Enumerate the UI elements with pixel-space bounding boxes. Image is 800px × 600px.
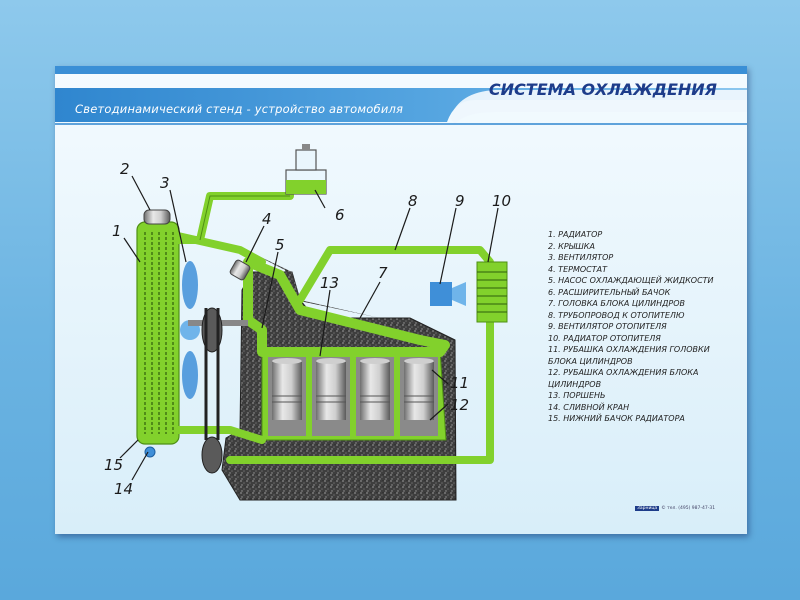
head-coolant-jacket [243,257,450,357]
legend-item: 1. РАДИАТОР [548,230,603,239]
radiator-cap [143,209,171,225]
copyright-text: © тел. (495) 987-47-31 [661,506,716,511]
legend-item: 13. ПОРШЕНЬ [548,391,606,400]
legend-item: 3. ВЕНТИЛЯТОР [548,253,614,262]
legend-item: 12. РУБАШКА ОХЛАЖДЕНИЯ БЛОКА ЦИЛИНДРОВ [548,368,699,389]
callout-10: 10 [492,192,511,210]
header-band [55,66,747,125]
legend-item: 15. НИЖНИЙ БАЧОК РАДИАТОРА [548,414,685,423]
legend-item: 7. ГОЛОВКА БЛОКА ЦИЛИНДРОВ [548,299,685,308]
legend-item: 2. КРЫШКА [548,241,595,251]
legend-item: 10. РАДИАТОР ОТОПИТЕЛЯ [548,333,661,343]
cylinder-head [242,248,380,318]
callout-15: 15 [104,456,123,474]
callout-14: 14 [114,480,133,498]
callout-6: 6 [335,206,345,224]
coolant-pipes-outline [199,195,290,241]
callout-1: 1 [112,222,122,240]
legend-item: 14. СЛИВНОЙ КРАН [548,402,630,412]
callout-13: 13 [320,274,339,292]
callout-8: 8 [408,192,418,210]
legend-item: 6. РАСШИРИТЕЛЬНЫЙ БАЧОК [548,287,671,297]
legend-item: 4. ТЕРМОСТАТ [548,264,607,274]
heater-fan [430,282,466,306]
callout-4: 4 [262,210,272,228]
belt-drive [201,307,223,474]
callout-7: 7 [378,264,388,282]
callout-3: 3 [160,174,170,192]
poster-subtitle: Светодинамический стенд - устройство авт… [75,102,404,116]
callout-5: 5 [275,236,285,254]
callout-12: 12 [450,396,469,414]
callout-2: 2 [120,160,130,178]
drain-tap [144,446,156,458]
leader-lines [119,175,499,481]
expansion-tank [285,144,327,195]
legend-item: 8. ТРУБОПРОВОД К ОТОПИТЕЛЮ [548,310,685,320]
callout-11: 11 [450,374,469,392]
legend-item: 11. РУБАШКА ОХЛАЖДЕНИЯ ГОЛОВКИ БЛОКА ЦИЛ… [548,345,710,366]
legend-item: 5. НАСОС ОХЛАЖДАЮЩЕЙ ЖИДКОСТИ [548,276,714,285]
legend-item: 9. ВЕНТИЛЯТОР ОТОПИТЕЛЯ [548,322,667,331]
thermostat [229,259,251,281]
legend-list: 1. РАДИАТОР 2. КРЫШКА 3. ВЕНТИЛЯТОР 4. Т… [548,229,743,425]
heater-radiator [476,261,508,323]
callout-9: 9 [455,192,465,210]
brand-mark: Зарница [635,506,660,511]
poster-title: СИСТЕМА ОХЛАЖДЕНИЯ [488,80,717,99]
copyright-note: Зарница© тел. (495) 987-47-31 [635,506,715,511]
radiator [136,209,180,458]
pistons [268,356,438,436]
